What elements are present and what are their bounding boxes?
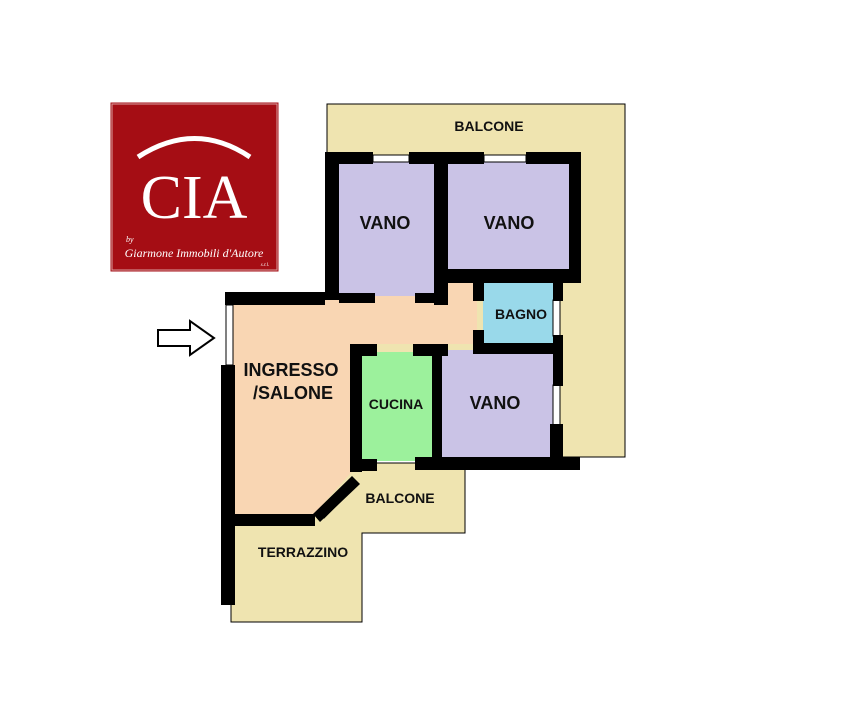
label-salone: /SALONE <box>253 383 333 403</box>
wall <box>473 330 484 354</box>
label-balcone-top: BALCONE <box>454 118 523 134</box>
wall <box>350 459 377 471</box>
wall <box>432 350 442 462</box>
logo-suffix: s.r.l. <box>261 263 269 268</box>
wall <box>339 293 375 303</box>
label-vano-2: VANO <box>484 213 535 233</box>
window-vano-3 <box>552 384 561 426</box>
wall <box>473 283 484 301</box>
walls <box>221 152 581 605</box>
wall <box>350 344 362 472</box>
window-vano-1 <box>372 154 410 163</box>
vano-1-fill <box>338 160 439 296</box>
wall <box>448 278 478 280</box>
wall <box>526 152 581 164</box>
wall <box>415 457 580 470</box>
label-cucina: CUCINA <box>369 396 423 412</box>
vano-3-fill <box>440 350 555 460</box>
wall <box>553 335 563 386</box>
logo-arc <box>136 136 252 160</box>
logo-tagline: Giarmone Immobili d'Autore <box>125 246 264 260</box>
logo-by: by <box>126 235 134 244</box>
cucina-fill <box>357 352 434 461</box>
label-terrazzino: TERRAZZINO <box>258 544 348 560</box>
wall <box>413 344 448 356</box>
wall <box>225 514 315 526</box>
window-bagno <box>552 299 561 337</box>
wall <box>225 292 325 305</box>
label-ingresso: INGRESSO <box>243 360 338 380</box>
bagno-fill <box>483 283 556 344</box>
wall <box>550 424 563 470</box>
room-labels: BALCONE VANO VANO BAGNO INGRESSO /SALONE… <box>243 118 547 560</box>
wall <box>569 152 581 282</box>
label-vano-3: VANO <box>470 393 521 413</box>
cia-logo: CIA by Giarmone Immobili d'Autore s.r.l. <box>109 101 280 273</box>
window-entry <box>225 304 234 366</box>
logo-brand: CIA <box>141 164 248 232</box>
wall <box>313 476 360 522</box>
label-balcone-bottom: BALCONE <box>365 490 434 506</box>
wall <box>415 293 435 303</box>
wall <box>434 160 448 305</box>
wall <box>221 365 235 605</box>
wall <box>325 152 339 300</box>
wall <box>473 343 561 354</box>
vano-2-fill <box>446 160 573 272</box>
wall <box>409 152 484 164</box>
wall <box>553 278 563 301</box>
window-vano-2 <box>483 154 527 163</box>
label-bagno: BAGNO <box>495 306 547 322</box>
wall <box>448 269 581 283</box>
label-vano-1: VANO <box>360 213 411 233</box>
entrance-arrow-icon <box>157 319 216 357</box>
